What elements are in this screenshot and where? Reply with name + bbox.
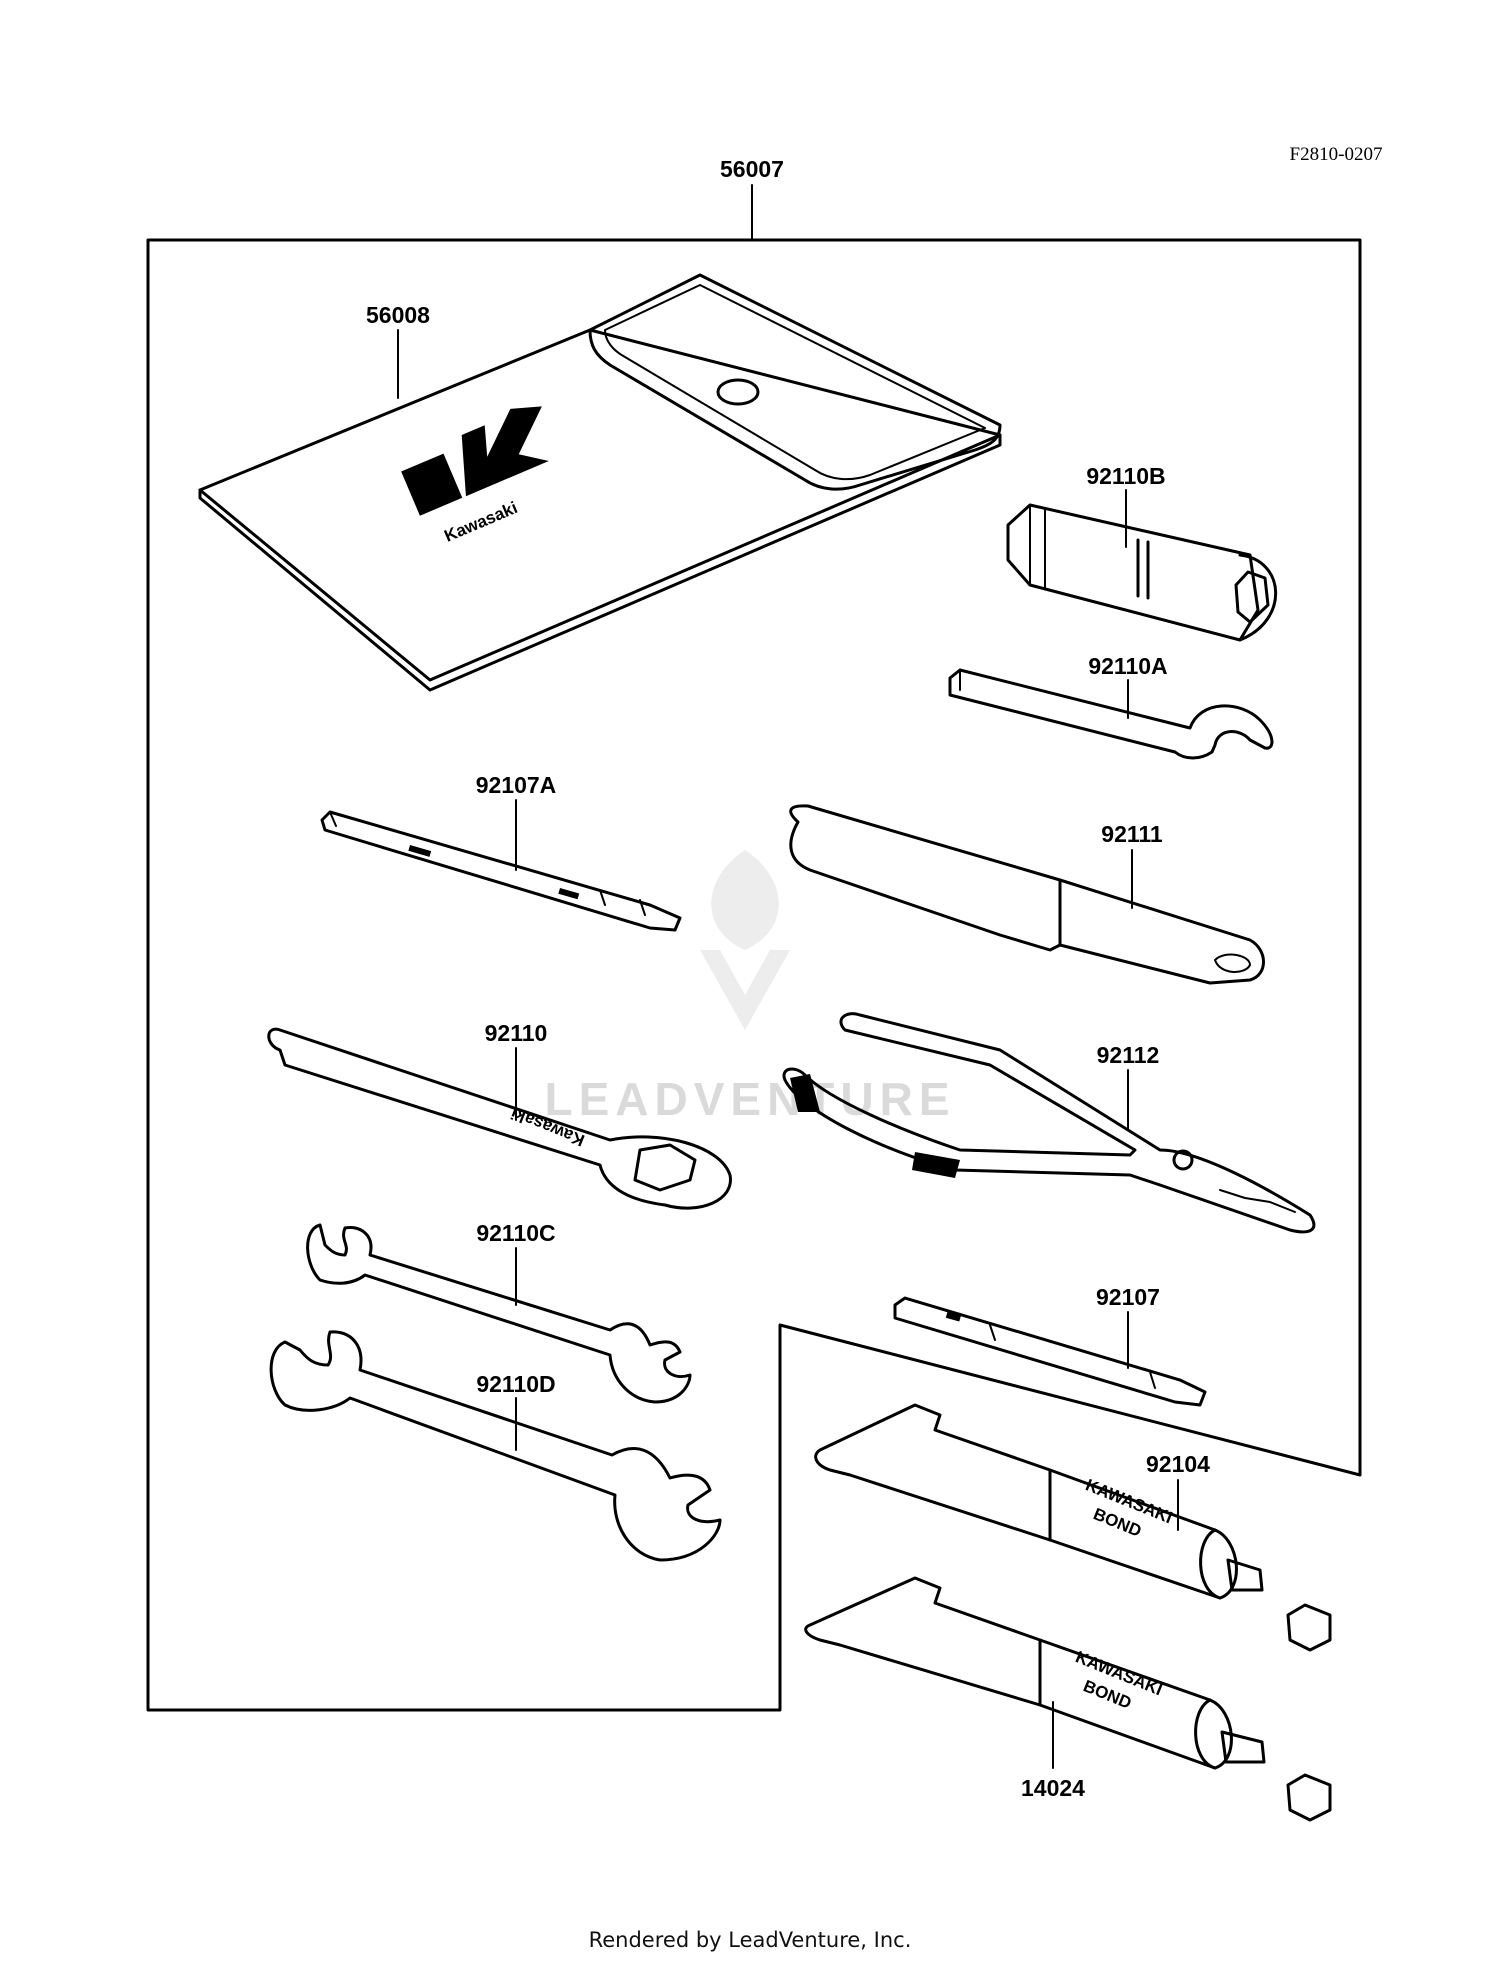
ref-label-92112: 92112 <box>1097 1042 1160 1068</box>
ref-label-92110: 92110 <box>485 1020 548 1046</box>
kit-boundary-frame <box>146 238 1362 1712</box>
ref-label-14024: 14024 <box>1021 1775 1085 1801</box>
ref-label-92110B: 92110B <box>1086 463 1165 489</box>
diagram-code: F2810-0207 <box>1290 144 1383 165</box>
kawasaki-bond-tube-92104[interactable]: KAWASAKI BOND <box>814 1403 1332 1652</box>
kawasaki-pouch-logo: Kawasaki <box>401 406 549 546</box>
tool-pouch[interactable]: Kawasaki <box>198 273 1002 692</box>
ref-label-56008: 56008 <box>366 302 430 328</box>
ref-label-56007: 56007 <box>720 156 784 182</box>
screwdriver-bit-92107A[interactable] <box>320 810 682 932</box>
hook-wrench[interactable] <box>948 668 1274 760</box>
tube-label-14024: KAWASAKI BOND <box>1073 1647 1165 1712</box>
spark-plug-wrench[interactable] <box>1006 503 1278 642</box>
tool-handle[interactable] <box>789 804 1265 985</box>
screwdriver-bit-92107[interactable] <box>893 1296 1207 1407</box>
open-end-wrench-92110D[interactable] <box>269 1330 722 1562</box>
ref-label-92110A: 92110A <box>1088 653 1167 679</box>
leadventure-watermark: LEADVENTURE <box>544 850 955 1125</box>
ref-label-92110D: 92110D <box>476 1371 555 1397</box>
pliers[interactable] <box>782 1012 1316 1234</box>
tube-label-92104: KAWASAKI BOND <box>1083 1475 1175 1540</box>
footer-credit: Rendered by LeadVenture, Inc. <box>588 1928 912 1952</box>
ref-label-92110C: 92110C <box>476 1220 555 1246</box>
open-end-wrench-92110C[interactable] <box>306 1223 692 1404</box>
ref-label-92111: 92111 <box>1101 821 1163 847</box>
ref-label-92104: 92104 <box>1146 1451 1210 1477</box>
svg-text:Kawasaki: Kawasaki <box>442 498 521 546</box>
ref-label-92107A: 92107A <box>476 772 557 798</box>
watermark-text: LEADVENTURE <box>544 1073 955 1125</box>
ref-label-92107: 92107 <box>1096 1284 1160 1310</box>
